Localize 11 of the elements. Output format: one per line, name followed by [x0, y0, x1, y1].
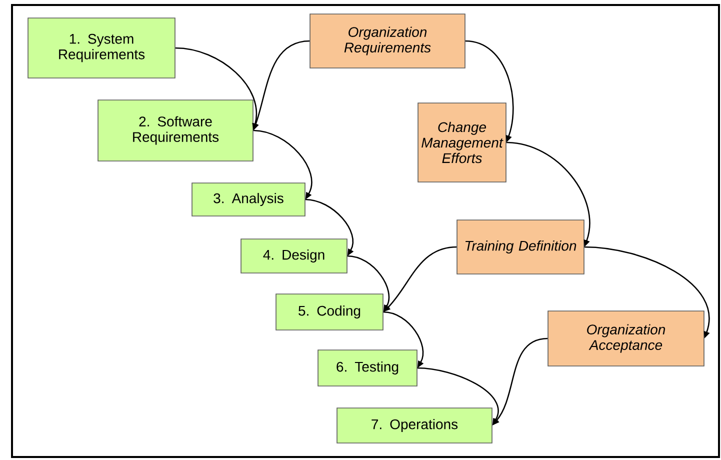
process-box: 1. System Requirements: [28, 18, 176, 78]
process-box: 2. Software Requirements: [98, 100, 254, 162]
process-box: 4. Design: [240, 238, 348, 274]
process-box: 6. Testing: [318, 350, 418, 386]
process-box: 5. Coding: [276, 294, 384, 330]
process-box: 7. Operations: [336, 408, 492, 444]
process-box: Change Management Efforts: [418, 102, 506, 182]
process-box: Training Definition: [456, 220, 584, 274]
process-box: Organization Requirements: [310, 14, 466, 68]
process-box: 3. Analysis: [192, 182, 306, 216]
process-box: Organization Acceptance: [548, 310, 704, 366]
